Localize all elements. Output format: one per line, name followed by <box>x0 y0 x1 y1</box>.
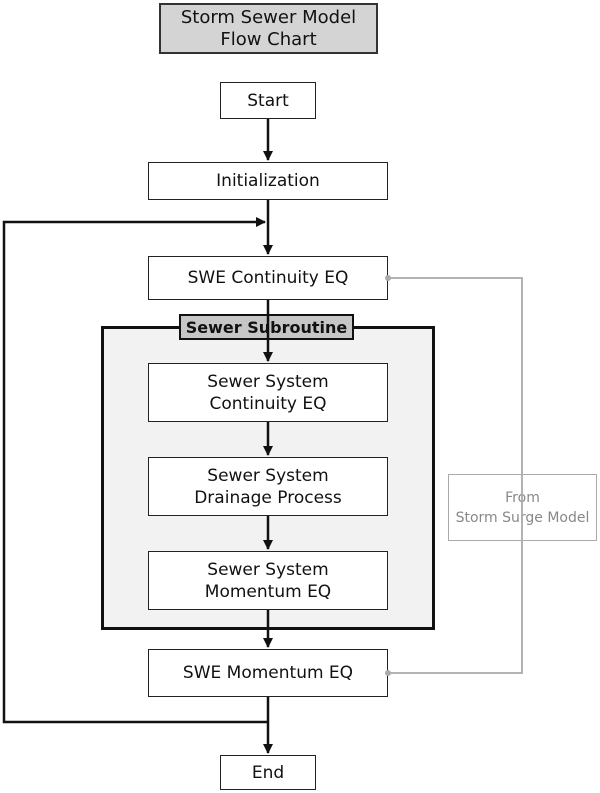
swe-momentum-node: SWE Momentum EQ <box>148 649 388 697</box>
chart-title: Storm Sewer Model Flow Chart <box>159 3 378 54</box>
loop-back-arrow <box>2 217 268 724</box>
sewer-momentum-node: Sewer System Momentum EQ <box>148 551 388 610</box>
start-node: Start <box>220 82 316 119</box>
external-link-dot-bottom <box>385 670 391 676</box>
swe-continuity-node: SWE Continuity EQ <box>148 256 388 300</box>
sewer-drainage-node: Sewer System Drainage Process <box>148 457 388 516</box>
end-node: End <box>220 755 316 790</box>
external-link-dot-top <box>385 275 391 281</box>
sewer-continuity-node: Sewer System Continuity EQ <box>148 363 388 422</box>
sewer-subroutine-label: Sewer Subroutine <box>179 314 354 340</box>
external-link-line <box>388 277 523 674</box>
initialization-node: Initialization <box>148 162 388 200</box>
